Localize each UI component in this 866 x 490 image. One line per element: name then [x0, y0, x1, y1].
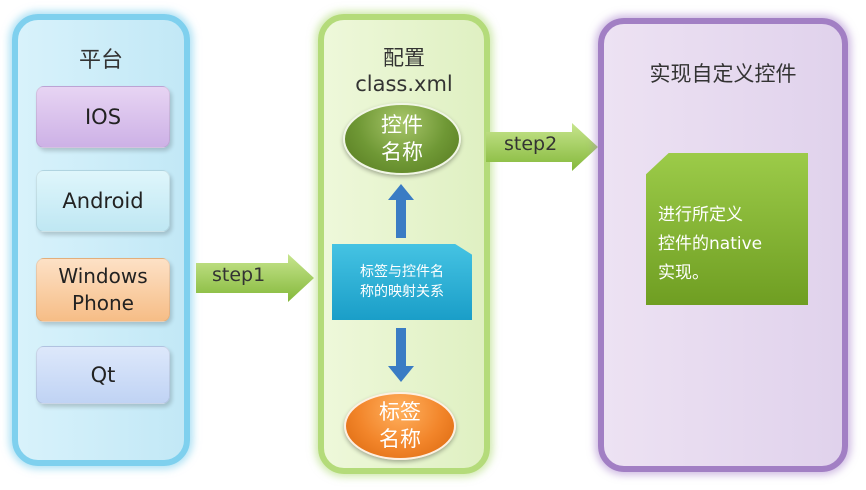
config-title: 配置: [383, 46, 425, 70]
platform-windows-phone-box: Windows Phone: [36, 258, 170, 322]
control-name-oval: 控件 名称: [343, 103, 461, 175]
up-arrow: [388, 184, 414, 238]
config-file-label: class.xml: [355, 72, 453, 96]
platform-ios-box: IOS: [36, 86, 170, 148]
step2-label: step2: [504, 133, 558, 155]
implementation-title: 实现自定义控件: [649, 62, 797, 86]
tag-name-oval: 标签 名称: [344, 392, 456, 460]
mapping-box: 标签与控件名 称的映射关系: [332, 244, 472, 320]
step1-label: step1: [212, 264, 266, 286]
platform-android-box: Android: [36, 170, 170, 232]
step1-arrow: [196, 254, 314, 302]
step2-arrow: [486, 123, 598, 171]
down-arrow: [388, 328, 414, 382]
native-implementation-box: 进行所定义 控件的native 实现。: [646, 153, 808, 305]
platform-qt-box: Qt: [36, 346, 170, 404]
platform-title: 平台: [78, 48, 123, 73]
